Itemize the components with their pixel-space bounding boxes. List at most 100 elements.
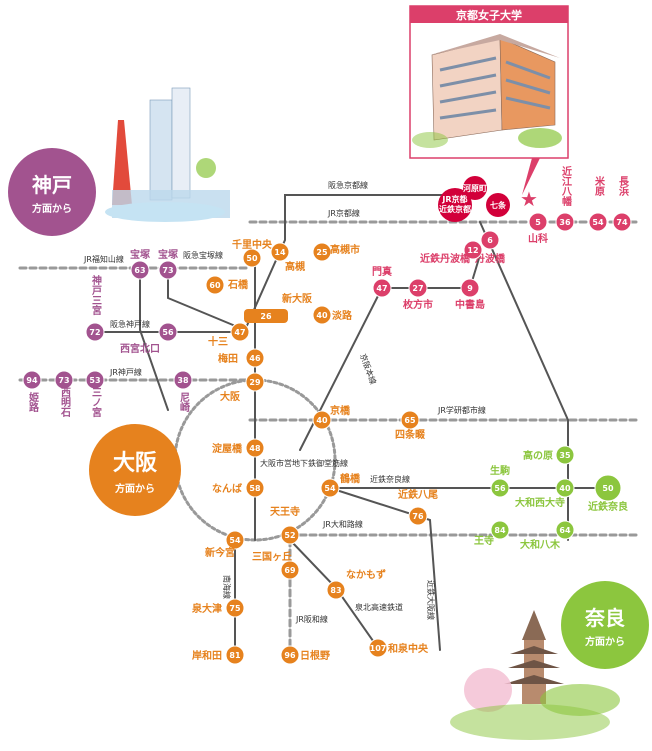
station-marker: [460, 278, 480, 298]
station-time: 72: [89, 328, 100, 337]
station-name: 大和八木: [520, 538, 561, 551]
station-name: 生駒: [490, 464, 510, 477]
kobe-region-badge: [8, 148, 96, 236]
station-marker: [490, 478, 510, 498]
station-name: 中書島: [455, 298, 485, 311]
nara-region-badge: [561, 581, 649, 669]
station-marker: [225, 645, 245, 665]
station-nara-5: 64 大和八木: [520, 520, 575, 551]
station-name: 新今宮: [205, 546, 235, 559]
station-name: 宝塚: [158, 248, 178, 261]
station-osaka-7: 46 梅田: [218, 348, 265, 368]
station-name: 宝塚: [130, 248, 150, 261]
line-label-subway-midosuji: 大阪市営地下鉄御堂筋線: [260, 458, 348, 468]
station-time: 84: [494, 526, 506, 535]
station-time: 38: [177, 376, 189, 385]
station-marker: [408, 278, 428, 298]
station-marker: [480, 230, 500, 250]
station-time: 63: [134, 266, 145, 275]
station-marker: [225, 598, 245, 618]
line-label-jr-gakkentoshi: JR学研都市線: [437, 405, 486, 415]
station-time: 40: [316, 311, 328, 320]
station-time: 65: [404, 416, 416, 425]
station-name: 梅田: [218, 352, 238, 365]
line-labels: 阪急京都線 JR京都線 JR福知山線 阪急宝塚線 阪急神戸線 JR神戸線 JR学…: [83, 180, 486, 624]
station-time: 74: [616, 218, 628, 227]
line-label-kintetsu-nara: 近鉄奈良線: [370, 474, 410, 484]
line-label-nankai: 南海線: [222, 575, 232, 599]
kobe-illustration: [105, 87, 230, 222]
station-marker: [555, 212, 575, 232]
station-time: 50: [246, 254, 258, 263]
station-time: 75: [229, 604, 241, 613]
destination-marker-jr-kyoto: [438, 188, 472, 222]
station-name: 丹波橋: [475, 252, 506, 265]
station-marker: [368, 638, 388, 658]
station-time: 40: [316, 416, 328, 425]
line-label-hankyu-kobe: 阪急神戸線: [110, 319, 150, 329]
station-marker: [22, 370, 42, 390]
station-name: 門真: [372, 265, 392, 278]
station-marker: [242, 248, 262, 268]
station-marker: [244, 309, 288, 323]
station-name: 近鉄奈良: [588, 500, 628, 513]
station-name: 天王寺: [270, 505, 300, 518]
station-time: 14: [274, 248, 286, 257]
station-nara-1: 56 生駒: [490, 464, 510, 498]
station-marker: [173, 370, 193, 390]
station-name: 枚方市: [403, 298, 433, 311]
line-label-jr-kobe: JR神戸線: [109, 367, 142, 377]
station-marker: [245, 348, 265, 368]
station-marker: [280, 525, 300, 545]
station-time: 54: [592, 218, 604, 227]
station-time: 107: [370, 644, 387, 653]
station-time: 64: [559, 526, 571, 535]
station-time: 29: [249, 378, 261, 387]
station-name: 西宮北口: [120, 342, 160, 355]
destination-label-kintetsu-kyoto: 近鉄京都: [439, 204, 471, 214]
station-time: 96: [284, 651, 296, 660]
station-kyoto-0: 5山科: [528, 212, 548, 245]
station-name: 鶴橋: [340, 472, 361, 485]
station-time: 83: [330, 586, 341, 595]
nara-region-sub: 方面から: [585, 635, 625, 648]
station-marker: [312, 410, 332, 430]
line-label-jr-fukuchiyama: JR福知山線: [83, 254, 124, 264]
station-marker: [245, 372, 265, 392]
station-marker: [528, 212, 548, 232]
line-label-keihan: 京阪本線: [358, 352, 378, 385]
station-marker: [85, 370, 105, 390]
station-marker: [320, 478, 340, 498]
station-marker: [400, 410, 420, 430]
station-marker: [408, 506, 428, 526]
station-time: 56: [494, 484, 506, 493]
station-marker: [312, 305, 332, 325]
station-name: 近鉄丹波橋: [420, 252, 471, 265]
osaka-region-badge: [89, 424, 181, 516]
destination-marker-shichijo: [486, 193, 510, 217]
station-time: 35: [559, 451, 571, 460]
station-name: 淡路: [332, 309, 353, 322]
station-time: 46: [249, 354, 261, 363]
